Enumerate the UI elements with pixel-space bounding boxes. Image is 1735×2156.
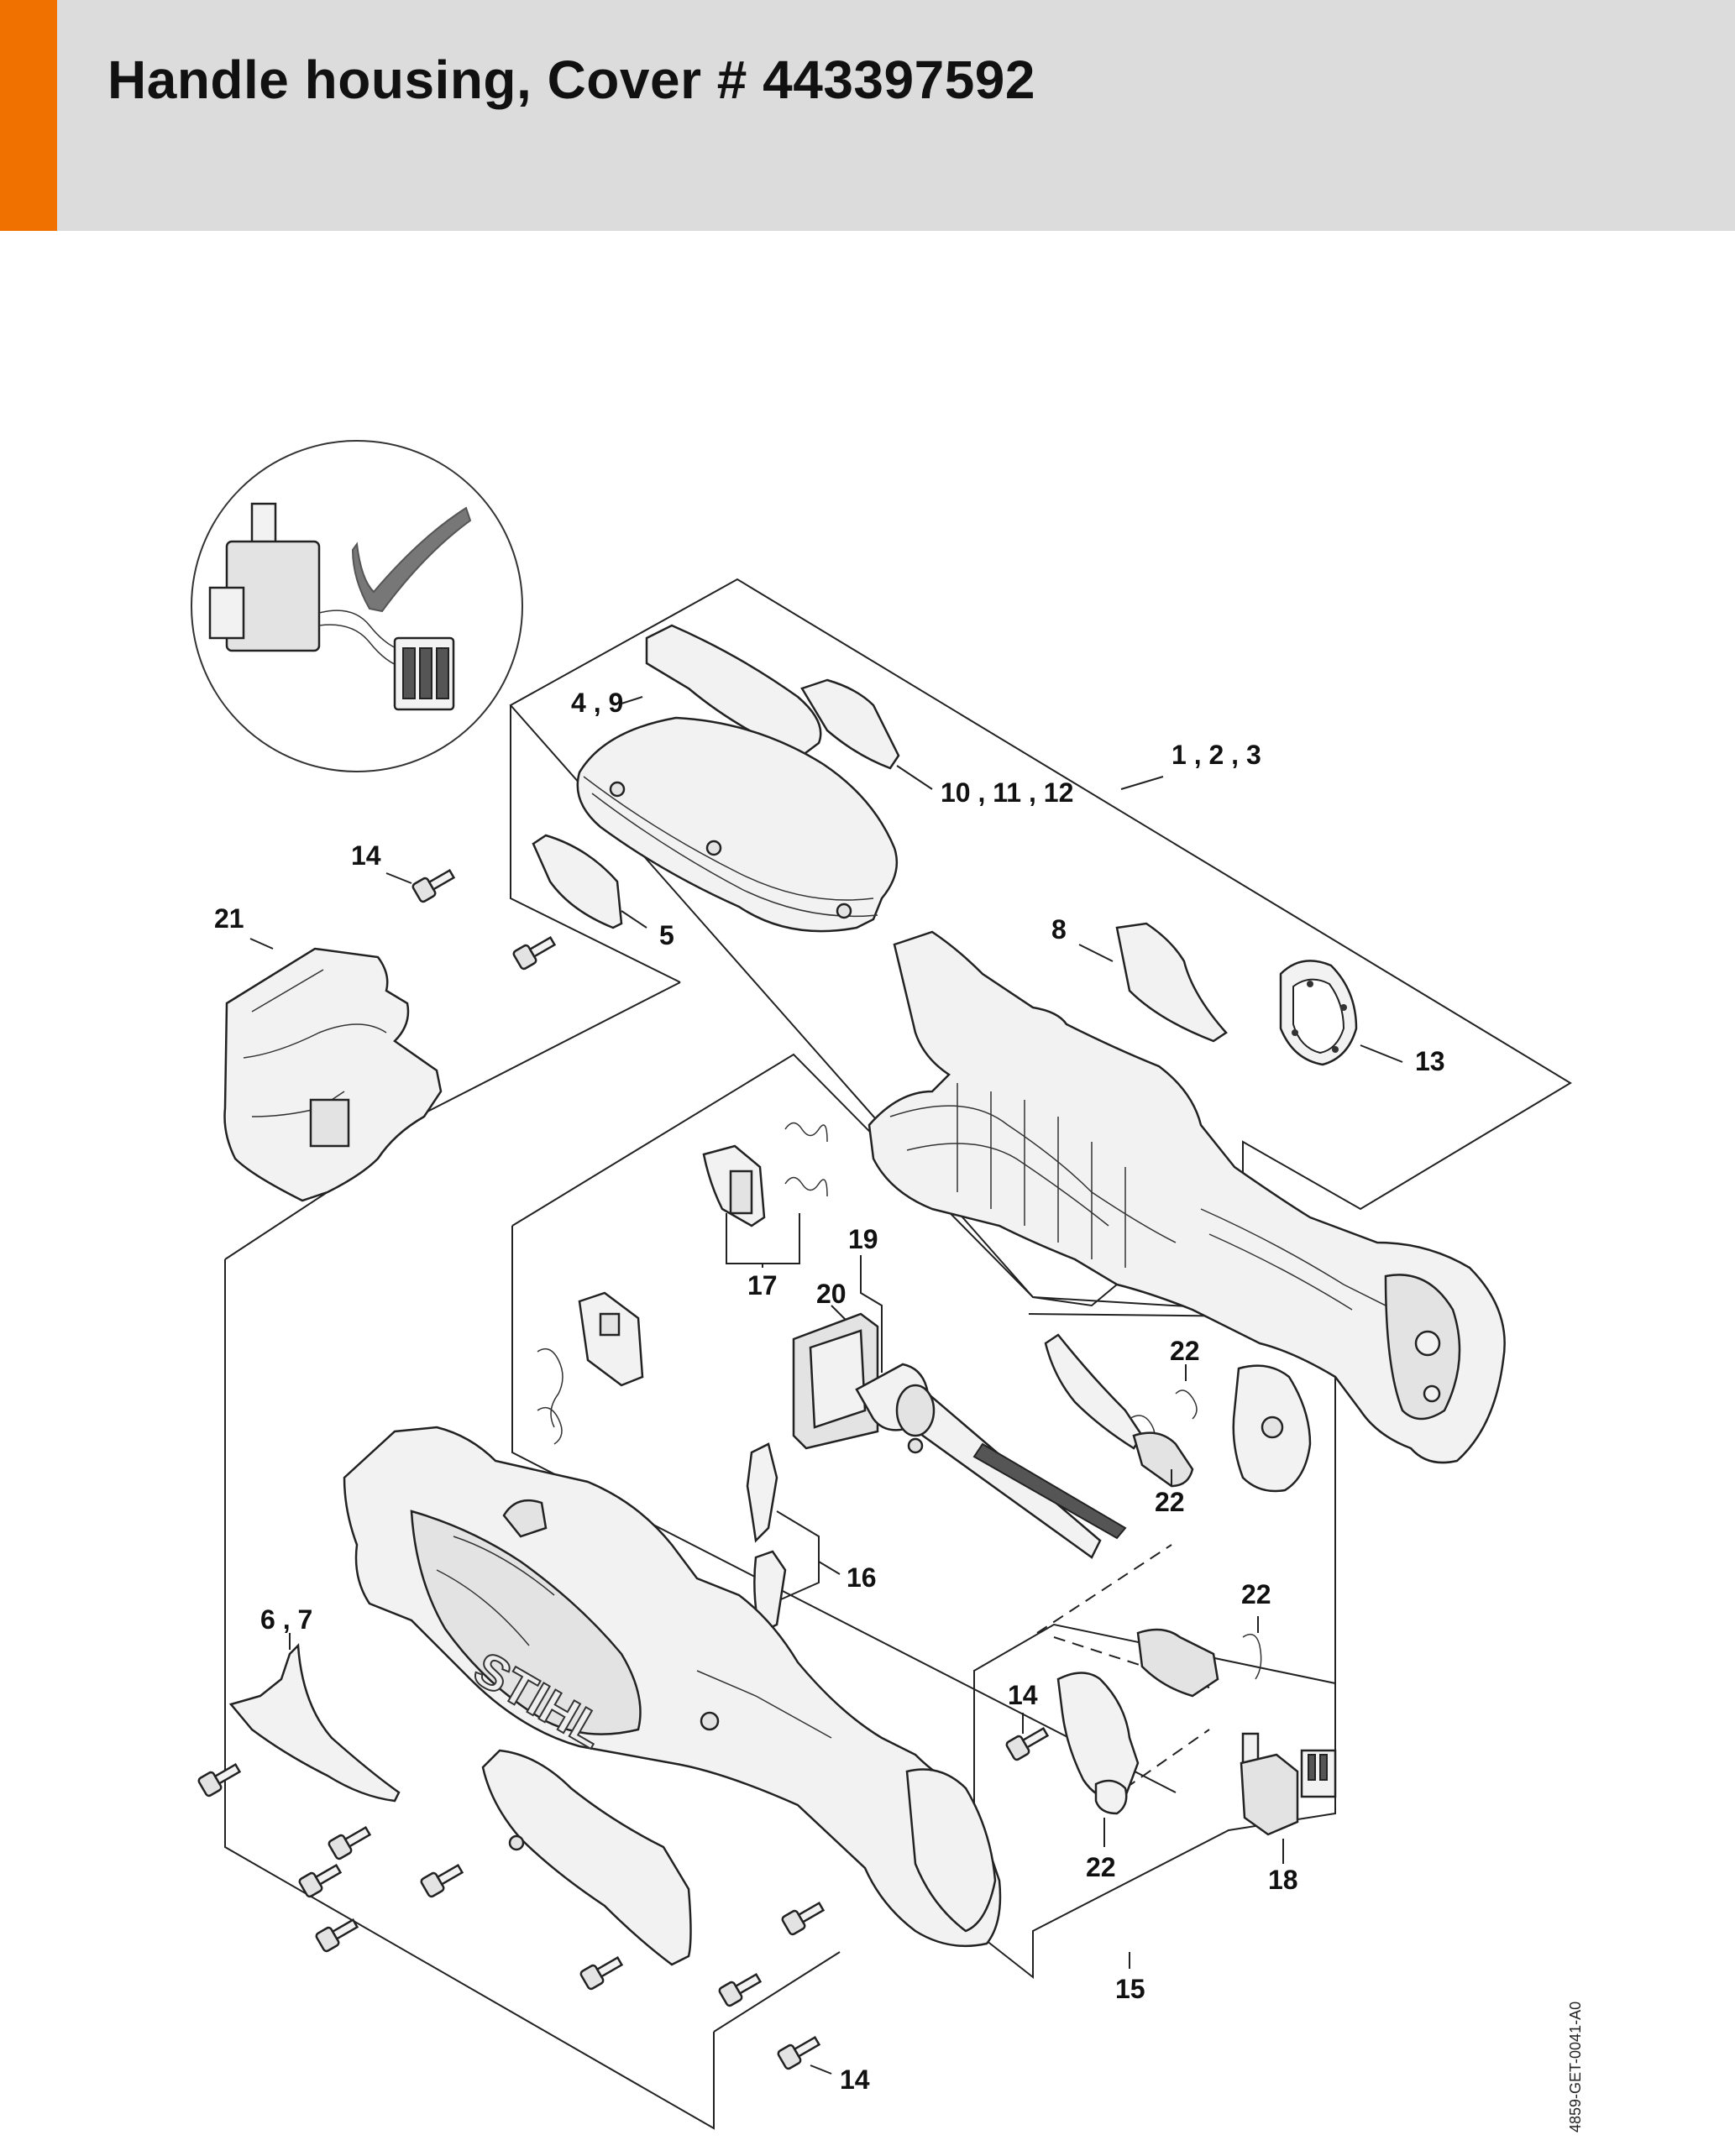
side-grip-panel xyxy=(481,1749,692,1966)
orange-accent-strip xyxy=(0,0,57,231)
label-10-11-12: 10 , 11 , 12 xyxy=(941,777,1073,808)
part-6-7-decal xyxy=(228,1643,401,1803)
label-5: 5 xyxy=(659,920,674,950)
label-19: 19 xyxy=(848,1224,878,1254)
label-22-b: 22 xyxy=(1155,1487,1185,1517)
screw-14-bottom-2 xyxy=(781,1901,826,1936)
part-21-cover xyxy=(223,938,443,1202)
label-1-2-3: 1 , 2 , 3 xyxy=(1172,740,1261,770)
label-6-7: 6 , 7 xyxy=(260,1604,312,1635)
label-14-mid: 14 xyxy=(1008,1680,1038,1710)
screw-14-left-3 xyxy=(298,1863,343,1898)
part-19-20-switch-assembly xyxy=(792,1255,1127,1559)
screw-14-left-1 xyxy=(197,1762,242,1798)
part-18-switch xyxy=(1240,1732,1337,1864)
label-18: 18 xyxy=(1268,1865,1298,1895)
screw-14-left-2 xyxy=(328,1825,372,1860)
group-outline-upper-housing-top xyxy=(510,705,681,983)
part-22-lever-group xyxy=(1044,1333,1312,1493)
group-outline-left xyxy=(224,1259,715,2130)
label-13: 13 xyxy=(1415,1046,1445,1076)
group-outline-middle-left xyxy=(511,1226,1177,1793)
screw-14-left-5 xyxy=(315,1918,359,1953)
label-4-9: 4 , 9 xyxy=(571,688,623,718)
lever-and-spring-left xyxy=(537,1291,644,1445)
part-16-triggers xyxy=(746,1442,841,1635)
part-15-assembly xyxy=(1056,1616,1262,1969)
part-17-switch-plate xyxy=(702,1122,828,1268)
label-22-c: 22 xyxy=(1241,1579,1271,1609)
screw-14-bottom-4 xyxy=(777,2035,821,2070)
inset-switch-stem xyxy=(250,502,277,547)
label-15: 15 xyxy=(1115,1974,1145,2004)
dashed-link-3 xyxy=(1124,1729,1210,1789)
screw-14-top-a xyxy=(411,868,456,903)
part-13-ring xyxy=(1279,960,1403,1066)
screw-14-bottom-1 xyxy=(579,1955,624,1991)
part-5-decal xyxy=(532,834,623,929)
group-outline-bottom-right xyxy=(713,1951,841,2033)
label-22-a: 22 xyxy=(1170,1336,1200,1366)
label-8: 8 xyxy=(1051,914,1067,945)
screw-14-left-4 xyxy=(420,1863,464,1898)
part-10-11-12-decal xyxy=(800,678,900,770)
screw-14-bottom-3 xyxy=(718,1972,763,2007)
checkmark-icon xyxy=(351,506,472,613)
group-outline-left-top xyxy=(224,1183,341,1260)
label-20: 20 xyxy=(816,1279,847,1309)
main-upper-housing-shell xyxy=(868,930,1506,1464)
exploded-parts-diagram: STIHL 4 , 9 10 xyxy=(191,440,1584,2132)
label-14-bottom: 14 xyxy=(840,2064,870,2095)
document-reference: 4859-GET-0041-A0 xyxy=(1567,2002,1584,2132)
header-bar: Handle housing, Cover # 443397592 xyxy=(0,0,1735,231)
label-16: 16 xyxy=(847,1562,877,1593)
group-outline-upper-housing xyxy=(509,578,1572,1307)
part-8-decal xyxy=(1115,922,1228,1043)
label-21: 21 xyxy=(214,903,244,934)
screw-14-top-b xyxy=(512,935,557,971)
page-title: Handle housing, Cover # 443397592 xyxy=(107,50,1035,110)
screw-14-right xyxy=(1005,1726,1050,1761)
label-14-top: 14 xyxy=(351,840,381,871)
part-1-2-3-top-cover xyxy=(576,716,899,933)
label-22-d: 22 xyxy=(1086,1852,1116,1882)
part-4-9-decal xyxy=(645,624,822,757)
label-17: 17 xyxy=(747,1270,778,1300)
dashed-link-1 xyxy=(1036,1544,1172,1634)
inset-switch-detail xyxy=(191,440,523,772)
